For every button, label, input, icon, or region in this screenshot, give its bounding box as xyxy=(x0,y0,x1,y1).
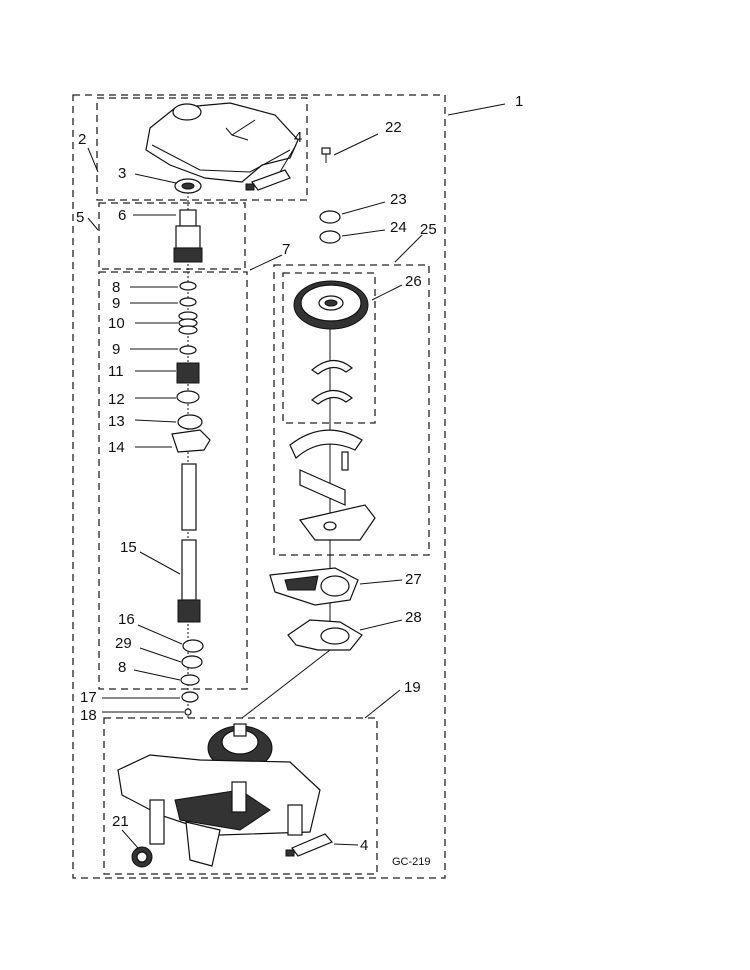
leader-8b xyxy=(133,669,181,681)
callout-24: 24 xyxy=(390,219,407,236)
bracket-upper xyxy=(289,429,363,459)
shaft-middle xyxy=(181,539,197,601)
ball-18 xyxy=(184,708,192,716)
assembly-1-boundary xyxy=(72,94,446,879)
callout-2: 2 xyxy=(78,131,86,148)
gear-case-cover xyxy=(145,102,299,183)
group-5-boundary xyxy=(98,202,246,270)
callout-29: 29 xyxy=(115,635,132,652)
leader-26 xyxy=(394,234,423,263)
callout-11: 11 xyxy=(108,363,124,380)
leader-7 xyxy=(249,254,283,271)
leader-1 xyxy=(447,103,506,116)
shift-lever xyxy=(299,469,346,506)
sealant-tube-bottom xyxy=(285,833,334,857)
spline-gear xyxy=(176,362,200,384)
reference-code: GC-219 xyxy=(392,856,431,868)
seal xyxy=(174,178,202,194)
callout-23: 23 xyxy=(390,191,407,208)
callout-13: 13 xyxy=(108,413,125,430)
clip-upper xyxy=(311,359,353,375)
callout-19: 19 xyxy=(404,679,421,696)
washer-16 xyxy=(182,639,204,653)
callout-9-top: 9 xyxy=(112,295,120,312)
leader-3 xyxy=(134,173,177,184)
callout-22: 22 xyxy=(385,119,402,136)
leader-24 xyxy=(341,229,386,237)
leader-13 xyxy=(134,419,177,423)
group-25-boundary xyxy=(282,272,376,424)
leader-21 xyxy=(121,829,139,849)
callout-28: 28 xyxy=(405,609,422,626)
leader-27 xyxy=(359,579,403,585)
callout-5: 5 xyxy=(76,209,84,226)
cam-14 xyxy=(171,429,211,453)
base-plate xyxy=(298,504,376,541)
callout-15: 15 xyxy=(120,539,137,556)
spring xyxy=(178,311,198,335)
leader-23 xyxy=(341,201,386,215)
group-26-boundary xyxy=(273,264,430,556)
washer-9-top xyxy=(179,297,197,307)
shaft-pinion xyxy=(177,599,201,623)
callout-21: 21 xyxy=(112,813,129,830)
callout-4-bottom: 4 xyxy=(360,837,368,854)
callout-12: 12 xyxy=(108,391,125,408)
link-line xyxy=(241,649,331,719)
group-7-boundary xyxy=(98,271,248,690)
leader-15 xyxy=(139,551,181,575)
shifter xyxy=(287,619,363,651)
callout-10: 10 xyxy=(108,315,125,332)
retaining-ring-8-top xyxy=(179,281,197,291)
retaining-ring-8-bottom xyxy=(180,674,200,686)
sealant-tube-top xyxy=(245,169,291,191)
leader-4a xyxy=(279,144,297,173)
shaft-coupling xyxy=(173,209,203,263)
leader-22 xyxy=(333,133,379,156)
leader-4b xyxy=(333,843,359,846)
screw xyxy=(321,147,331,163)
callout-9-lower: 9 xyxy=(112,341,120,358)
callout-8-top: 8 xyxy=(112,279,120,296)
seal-21 xyxy=(131,846,153,868)
callout-4-top: 4 xyxy=(294,129,302,146)
shift-fork xyxy=(269,567,359,606)
callout-6: 6 xyxy=(118,207,126,224)
leader-2 xyxy=(87,147,99,173)
washer-24 xyxy=(319,230,341,244)
callout-27: 27 xyxy=(405,571,422,588)
leader-29 xyxy=(139,647,182,663)
callout-26: 25 xyxy=(420,221,437,238)
callout-18: 18 xyxy=(80,707,97,724)
ring-12 xyxy=(176,390,200,404)
callout-16: 16 xyxy=(118,611,135,628)
washer-23 xyxy=(319,210,341,224)
callout-14: 14 xyxy=(108,439,125,456)
leader-19 xyxy=(364,689,401,719)
leader-25 xyxy=(371,284,403,301)
pin xyxy=(341,451,349,471)
base-plate-hole xyxy=(323,521,337,531)
washer-29 xyxy=(181,655,203,669)
drive-gear xyxy=(293,280,369,330)
collar-13 xyxy=(177,414,203,430)
leader-28 xyxy=(359,619,403,631)
callout-25: 26 xyxy=(405,273,422,290)
callout-3: 3 xyxy=(118,165,126,182)
shaft-upper xyxy=(181,463,197,531)
leader-5 xyxy=(87,217,99,231)
callout-17: 17 xyxy=(80,689,97,706)
leader-16 xyxy=(137,624,183,645)
bushing-17 xyxy=(181,691,199,703)
callout-8-bottom: 8 xyxy=(118,659,126,676)
group-19-boundary xyxy=(103,717,378,875)
gear-housing xyxy=(117,723,321,867)
callout-7: 7 xyxy=(282,241,290,258)
washer-9-lower xyxy=(179,345,197,355)
callout-1: 1 xyxy=(515,93,523,110)
clip-lower xyxy=(311,389,353,405)
